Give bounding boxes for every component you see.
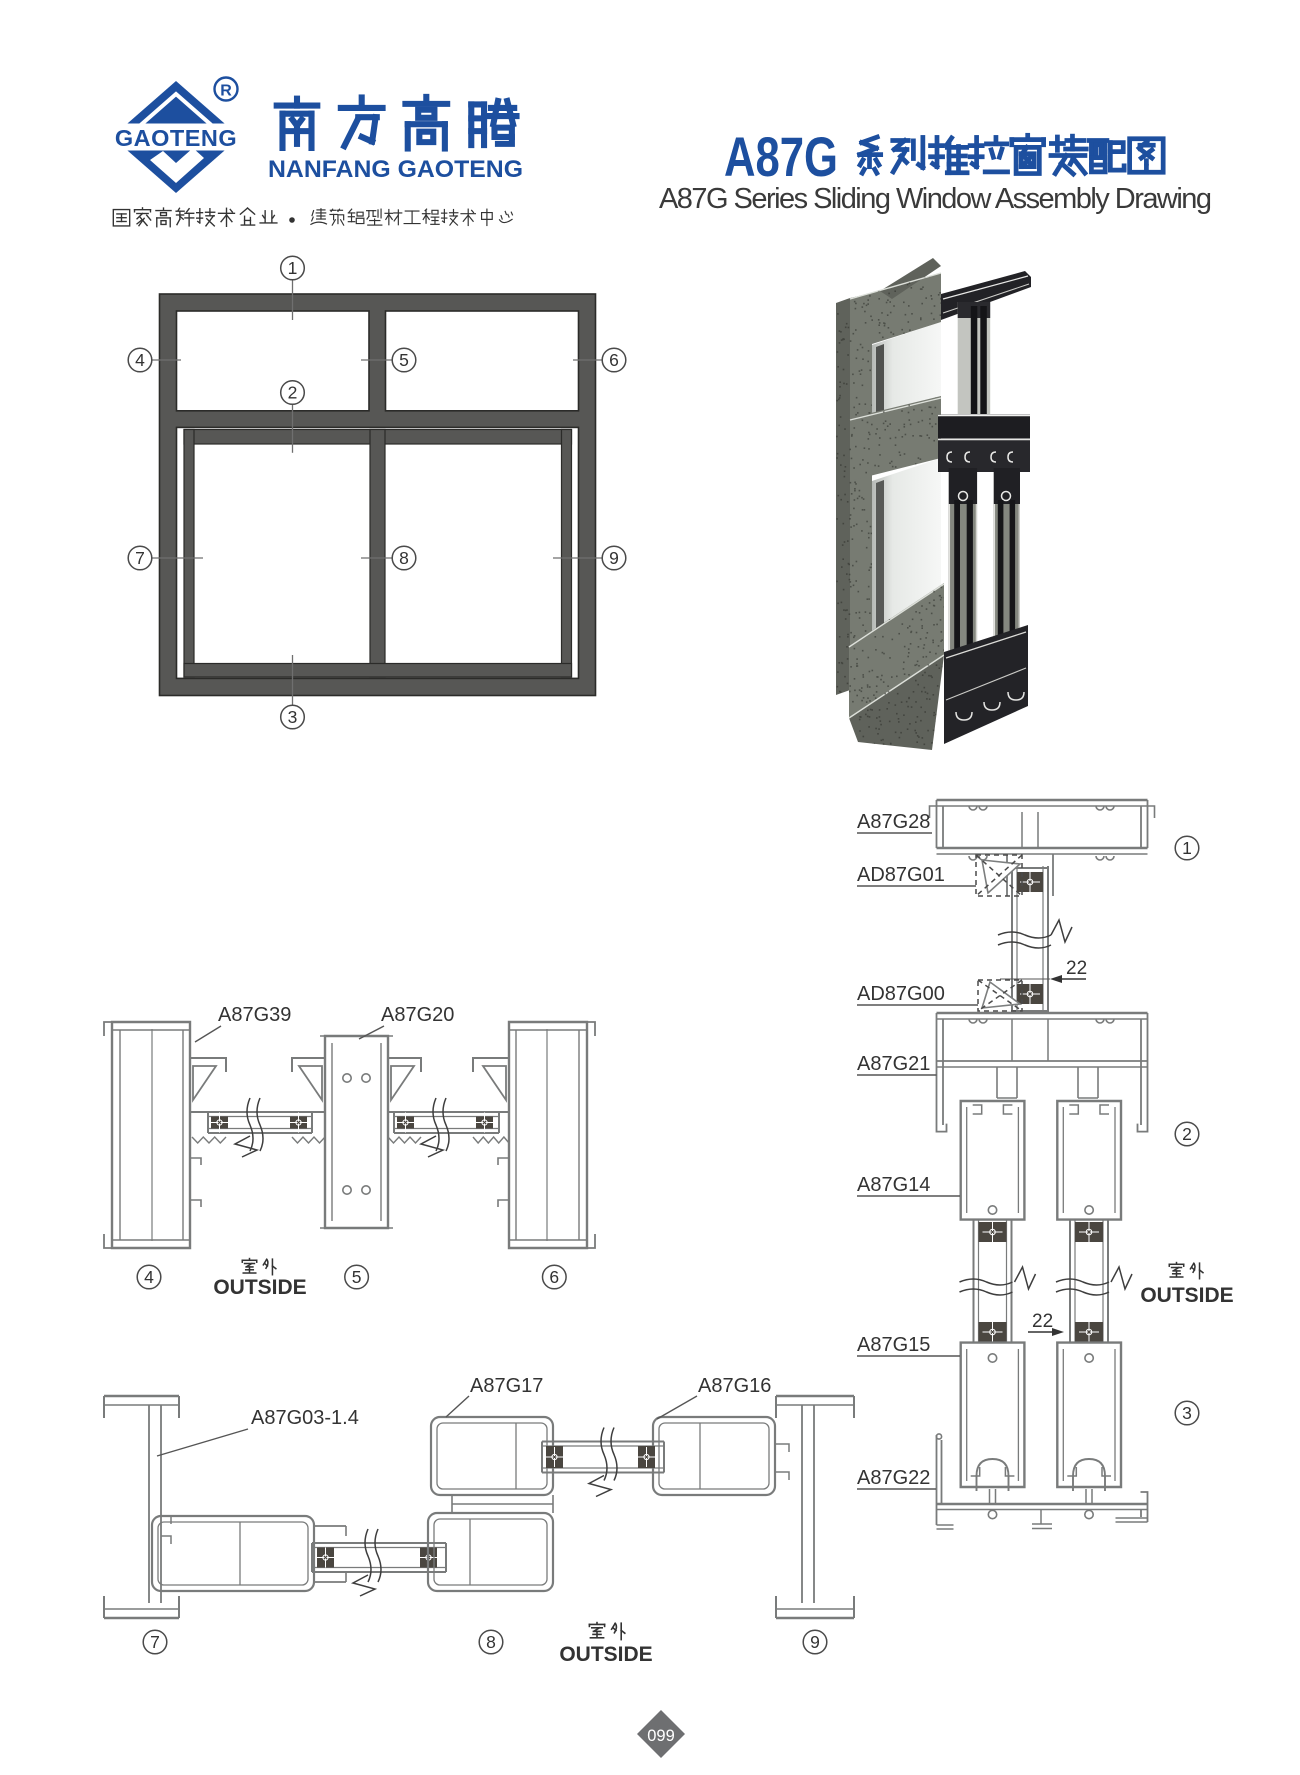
svg-text:R: R xyxy=(220,83,232,100)
svg-text:2: 2 xyxy=(1182,1124,1192,1144)
svg-text:1: 1 xyxy=(288,258,298,278)
svg-text:3: 3 xyxy=(1182,1403,1192,1423)
svg-text:GAOTENG: GAOTENG xyxy=(115,125,237,151)
svg-text:A87G03-1.4: A87G03-1.4 xyxy=(251,1407,359,1429)
svg-text:8: 8 xyxy=(399,548,409,568)
svg-text:22: 22 xyxy=(1032,1311,1053,1332)
svg-text:5: 5 xyxy=(399,350,409,370)
svg-text:1: 1 xyxy=(1182,838,1192,858)
svg-text:NANFANG GAOTENG: NANFANG GAOTENG xyxy=(268,156,523,183)
svg-text:6: 6 xyxy=(609,350,619,370)
svg-text:8: 8 xyxy=(486,1632,496,1652)
svg-text:A87G17: A87G17 xyxy=(470,1375,543,1397)
svg-text:5: 5 xyxy=(352,1267,362,1287)
svg-text:7: 7 xyxy=(135,548,145,568)
svg-text:AD87G00: AD87G00 xyxy=(857,983,945,1005)
svg-text:A87G28: A87G28 xyxy=(857,811,930,833)
svg-text:A87G39: A87G39 xyxy=(218,1004,291,1026)
svg-text:A87G16: A87G16 xyxy=(698,1375,771,1397)
svg-text:A87G22: A87G22 xyxy=(857,1467,930,1489)
svg-text:9: 9 xyxy=(810,1632,820,1652)
svg-text:OUTSIDE: OUTSIDE xyxy=(213,1276,306,1299)
svg-text:2: 2 xyxy=(288,383,298,403)
svg-text:3: 3 xyxy=(288,707,298,727)
svg-text:22: 22 xyxy=(1066,958,1087,979)
svg-text:A87G20: A87G20 xyxy=(381,1004,454,1026)
svg-text:AD87G01: AD87G01 xyxy=(857,864,945,886)
svg-text:4: 4 xyxy=(135,350,145,370)
svg-text:7: 7 xyxy=(150,1632,160,1652)
svg-text:6: 6 xyxy=(549,1267,559,1287)
svg-text:A87G Series Sliding Window Ass: A87G Series Sliding Window Assembly Draw… xyxy=(659,183,1212,215)
svg-text:9: 9 xyxy=(609,548,619,568)
svg-text:A87G: A87G xyxy=(724,125,838,188)
svg-text:OUTSIDE: OUTSIDE xyxy=(559,1643,652,1666)
svg-text:099: 099 xyxy=(647,1727,675,1745)
svg-text:OUTSIDE: OUTSIDE xyxy=(1140,1284,1233,1307)
svg-text:A87G21: A87G21 xyxy=(857,1053,930,1075)
svg-text:A87G15: A87G15 xyxy=(857,1334,930,1356)
svg-text:A87G14: A87G14 xyxy=(857,1174,930,1196)
svg-text:4: 4 xyxy=(144,1267,154,1287)
